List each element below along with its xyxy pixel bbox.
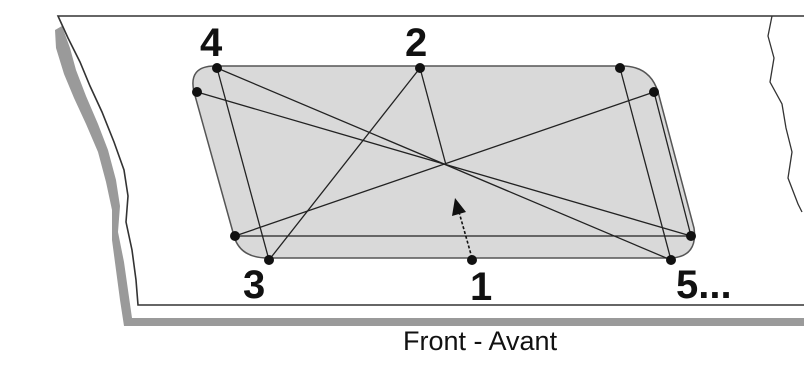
- bolt-point: [666, 255, 676, 265]
- bolt-point: [649, 87, 659, 97]
- bolt-point: [212, 63, 222, 73]
- bolt-points: [192, 63, 696, 265]
- label-2: 2: [405, 21, 427, 65]
- start-arrow: [452, 198, 473, 259]
- bolt-point: [230, 231, 240, 241]
- bolt-point: [615, 63, 625, 73]
- label-5: 5...: [676, 263, 732, 307]
- bolt-point: [264, 255, 274, 265]
- sequence-lines: [196, 67, 692, 261]
- plate-right-tear: [767, 15, 803, 213]
- arrow-head-icon: [452, 198, 466, 216]
- label-1: 1: [470, 265, 492, 309]
- plate-outline: [56, 15, 804, 306]
- label-4: 4: [200, 21, 223, 65]
- bolt-point: [415, 63, 425, 73]
- label-3: 3: [243, 263, 265, 307]
- caption-front-avant: Front - Avant: [403, 326, 558, 356]
- bolt-point: [467, 255, 477, 265]
- bolt-point: [192, 87, 202, 97]
- bolt-point: [686, 231, 696, 241]
- gasket-panel: [192, 65, 696, 259]
